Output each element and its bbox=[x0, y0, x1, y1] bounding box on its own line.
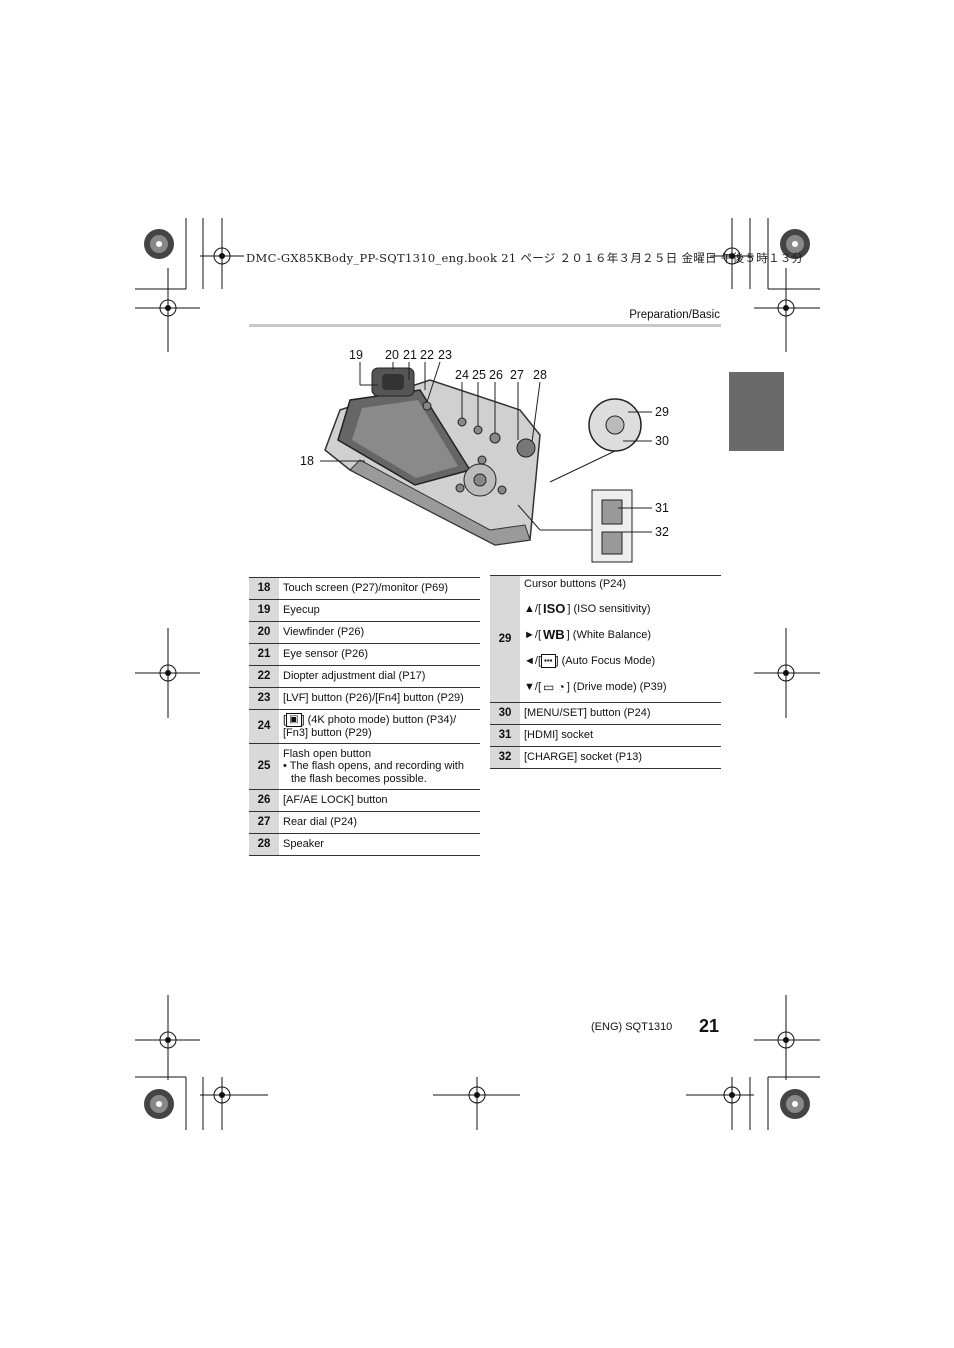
iso-icon: ISO bbox=[543, 601, 566, 616]
document-code: (ENG) SQT1310 bbox=[591, 1021, 673, 1033]
print-info: DMC-GX85KBody_PP-SQT1310_eng.book 21 ページ… bbox=[246, 251, 804, 265]
callout-22: 22 bbox=[420, 348, 434, 362]
callout-20: 20 bbox=[385, 348, 399, 362]
page-number: 21 bbox=[699, 1016, 720, 1036]
callout-21: 21 bbox=[403, 348, 417, 362]
callout-29: 29 bbox=[655, 405, 669, 419]
table-row: 23[LVF] button (P26)/[Fn4] button (P29) bbox=[249, 687, 480, 710]
callout-32: 32 bbox=[655, 525, 669, 539]
parts-table-right: 29 Cursor buttons (P24) ▲/[ ISO ] (ISO s… bbox=[490, 575, 721, 769]
white-balance-icon: WB bbox=[543, 627, 565, 642]
section-title: Preparation/Basic bbox=[629, 309, 720, 321]
drive-mode-icon: ▭ ◔ bbox=[543, 680, 565, 694]
camera-rear-illustration bbox=[320, 361, 652, 563]
callout-19: 19 bbox=[349, 348, 363, 362]
table-row: 32[CHARGE] socket (P13) bbox=[490, 746, 721, 769]
callout-28: 28 bbox=[533, 368, 547, 382]
callout-31: 31 bbox=[655, 501, 669, 515]
table-row: 24 [▣] (4K photo mode) button (P34)/ [Fn… bbox=[249, 709, 480, 744]
callout-18: 18 bbox=[300, 454, 314, 468]
table-row: 25 Flash open button • The flash opens, … bbox=[249, 743, 480, 790]
callout-27: 27 bbox=[510, 368, 524, 382]
callout-26: 26 bbox=[489, 368, 503, 382]
af-mode-icon: ▪▪▪ bbox=[541, 654, 556, 668]
header-rule bbox=[249, 324, 721, 327]
callout-25: 25 bbox=[472, 368, 486, 382]
table-row: 30[MENU/SET] button (P24) bbox=[490, 702, 721, 725]
callout-23: 23 bbox=[438, 348, 452, 362]
table-row: 31[HDMI] socket bbox=[490, 724, 721, 747]
callout-24: 24 bbox=[455, 368, 469, 382]
table-row: 26[AF/AE LOCK] button bbox=[249, 789, 480, 812]
table-row: 29 Cursor buttons (P24) ▲/[ ISO ] (ISO s… bbox=[490, 575, 721, 703]
callout-30: 30 bbox=[655, 434, 669, 448]
4k-photo-icon: ▣ bbox=[286, 713, 302, 728]
chapter-tab bbox=[729, 372, 784, 451]
